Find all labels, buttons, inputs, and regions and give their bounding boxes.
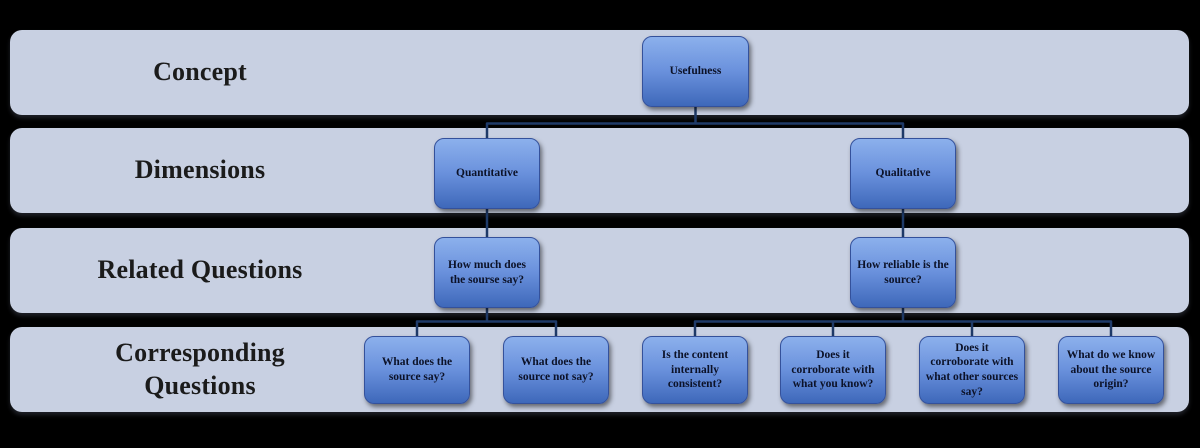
band-dimensions: Dimensions (10, 128, 1189, 213)
band-label-corresponding-questions-text: Corresponding Questions (115, 338, 285, 400)
node-corroborate-what-you-know: Does it corroborate with what you know? (780, 336, 886, 404)
node-quantitative: Quantitative (434, 138, 540, 209)
node-content-internally-consistent: Is the content internally consistent? (642, 336, 748, 404)
node-what-does-source-not-say: What does the source not say? (503, 336, 609, 404)
node-what-does-source-say: What does the source say? (364, 336, 470, 404)
node-how-much-does-source-say: How much does the sourse say? (434, 237, 540, 308)
band-concept: Concept (10, 30, 1189, 115)
band-label-concept-text: Concept (153, 57, 247, 87)
node-know-about-source-origin: What do we know about the source origin? (1058, 336, 1164, 404)
band-related-questions: Related Questions (10, 228, 1189, 313)
band-label-corresponding-questions: Corresponding Questions (35, 327, 365, 412)
node-how-reliable-is-source: How reliable is the source? (850, 237, 956, 308)
band-label-dimensions-text: Dimensions (134, 155, 266, 185)
node-usefulness: Usefulness (642, 36, 749, 107)
band-label-dimensions: Dimensions (35, 128, 365, 213)
band-label-related-questions: Related Questions (35, 228, 365, 313)
band-label-related-questions-text: Related Questions (97, 255, 303, 285)
node-corroborate-other-sources: Does it corroborate with what other sour… (919, 336, 1025, 404)
node-qualitative: Qualitative (850, 138, 956, 209)
band-label-concept: Concept (35, 30, 365, 115)
